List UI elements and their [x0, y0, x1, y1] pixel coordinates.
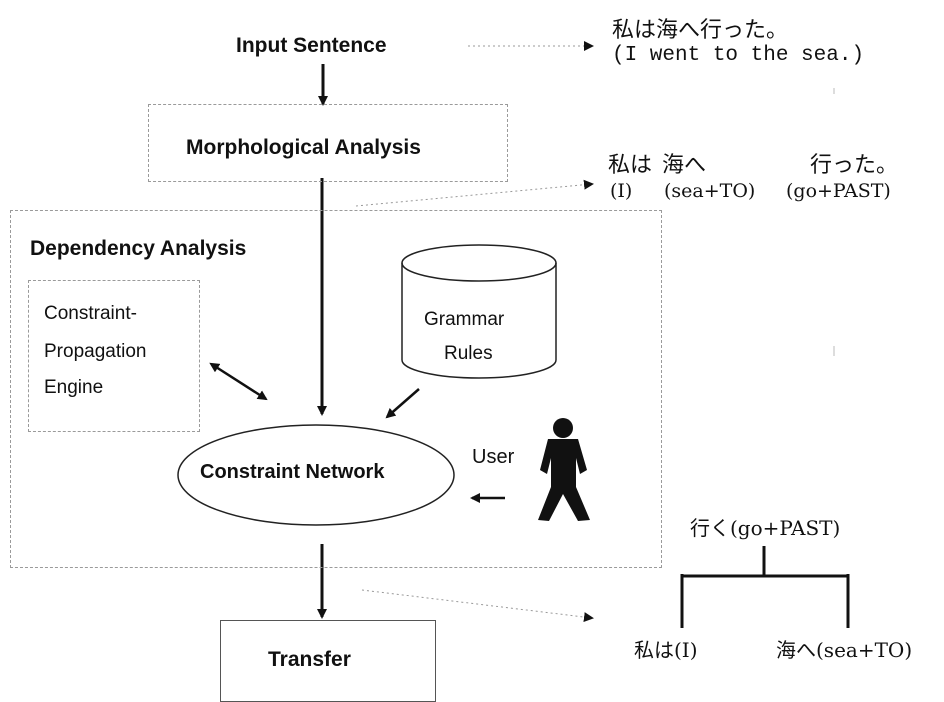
leader-transfer-example: [361, 589, 594, 622]
example-sentence-japanese: 私は海へ行った。: [612, 18, 789, 43]
leader-morph-example: [355, 179, 594, 207]
engine-label-line1: Constraint-: [44, 303, 137, 324]
arrow-engine-network: [209, 362, 268, 401]
morph-token-2: 海へ: [662, 153, 707, 178]
morph-token-1: 私は: [608, 153, 653, 178]
engine-label-line3: Engine: [44, 377, 104, 398]
engine-label-line2: Propagation: [44, 341, 147, 362]
morph-token-3: 行った。: [810, 153, 899, 178]
morph-gloss-2: (sea+TO): [664, 180, 756, 202]
morph-gloss-3: (go+PAST): [786, 180, 891, 202]
morphological-analysis-label: Morphological Analysis: [186, 136, 421, 159]
tree-root-node: 行く(go+PAST): [690, 516, 841, 540]
grammar-label-line2: Rules: [444, 343, 493, 364]
input-sentence-label: Input Sentence: [236, 34, 387, 57]
grammar-label-line1: Grammar: [424, 309, 505, 330]
constraint-propagation-engine-box: [28, 280, 200, 432]
transfer-label: Transfer: [268, 648, 351, 671]
person-silhouette-icon: [538, 418, 590, 521]
tree-left-node: 私は(I): [634, 638, 698, 662]
arrow-grammar-to-network: [385, 388, 420, 419]
example-sentence-english: (I went to the sea.): [612, 44, 865, 67]
tree-right-node: 海へ(sea+TO): [776, 638, 913, 662]
dependency-analysis-box: [10, 210, 662, 568]
user-label: User: [472, 446, 515, 468]
constraint-network-label: Constraint Network: [200, 461, 385, 483]
dependency-analysis-label: Dependency Analysis: [30, 237, 247, 260]
constraint-network-ellipse: [177, 424, 455, 526]
morphological-analysis-box: [148, 104, 508, 182]
grammar-rules-cylinder: [401, 244, 557, 379]
dependency-tree: [680, 546, 850, 628]
morph-gloss-1: (I): [610, 180, 633, 202]
